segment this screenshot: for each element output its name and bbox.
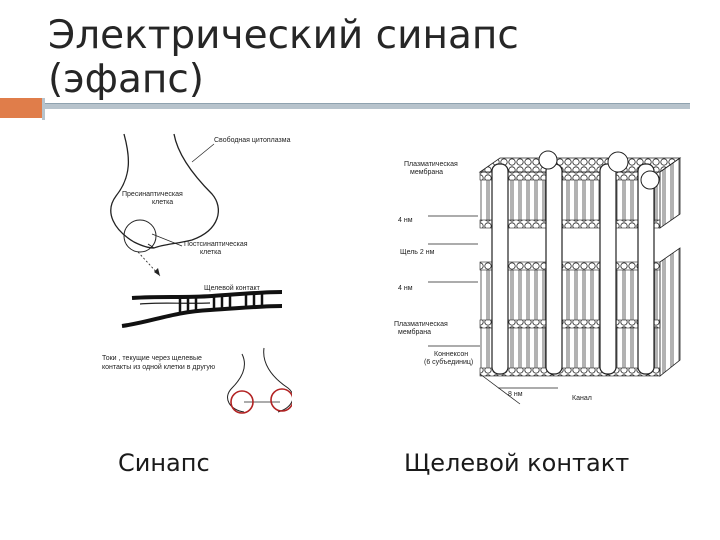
caption-synapse: Синапс [118, 449, 210, 477]
caption-gap-contact: Щелевой контакт [404, 449, 629, 477]
label-plasma-membrane-top-2: мембрана [410, 168, 443, 176]
current-circle-right [271, 389, 292, 411]
title-rule [42, 103, 690, 109]
label-free-cytoplasm: Свободная цитоплазма [214, 136, 291, 144]
label-postsynaptic-2: клетка [200, 249, 221, 256]
title-line-1: Электрический синапс [48, 14, 688, 58]
label-connexon-2: (6 субъединиц) [424, 358, 473, 366]
label-plasma-membrane-bottom-1: Плазматическая [394, 321, 448, 328]
gap-junction-diagram: Плазматическая мембрана 4 нм Щель 2 нм 4… [388, 150, 698, 410]
gap-membrane-top [132, 292, 282, 298]
magnify-circle [124, 220, 156, 252]
label-postsynaptic-1: Постсинаптическая [184, 241, 248, 248]
title-line-2: (эфапс) [48, 58, 688, 102]
label-plasma-membrane-top-1: Плазматическая [404, 161, 458, 168]
gap-membrane-bottom [122, 306, 282, 326]
label-gap-contact: Щелевой контакт [204, 284, 261, 292]
label-presynaptic-1: Пресинаптическая [122, 191, 183, 198]
label-4nm-top: 4 нм [398, 217, 413, 224]
label-4nm-bottom: 4 нм [398, 285, 413, 292]
label-connexon-1: Коннексон [434, 351, 468, 358]
current-cell-left [228, 354, 245, 412]
label-currents-1: Токи , текущие через щелевые [102, 355, 202, 362]
label-currents-2: контакты из одной клетки в другую [102, 363, 215, 371]
label-presynaptic-2: клетка [152, 199, 173, 206]
title-rule-tick [42, 98, 45, 120]
label-channel: Канал [572, 395, 592, 402]
slide-title: Электрический синапс (эфапс) [48, 14, 688, 102]
label-gap-2nm: Щель 2 нм [400, 249, 435, 256]
label-plasma-membrane-bottom-2: мембрана [398, 328, 431, 336]
synapse-diagram: Свободная цитоплазма Пресинаптическая кл… [92, 126, 292, 426]
accent-block [0, 98, 42, 118]
